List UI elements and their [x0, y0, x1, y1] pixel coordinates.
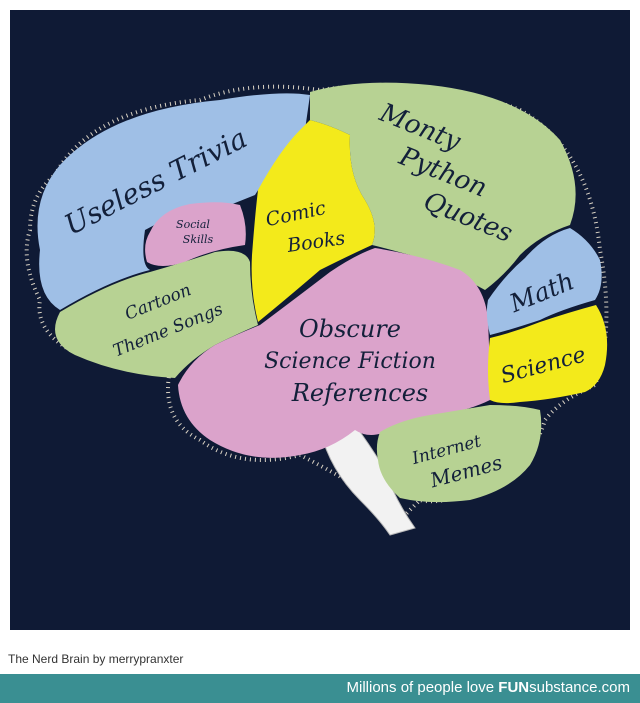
footer-brand-rest: substance.com	[529, 679, 630, 696]
brain-stem	[319, 424, 416, 536]
region-comic-books	[251, 120, 375, 322]
label-social-skills-2: Skills	[183, 233, 214, 246]
footer-brand-bold: FUN	[498, 679, 530, 696]
footer-text: Millions of people love	[346, 679, 499, 696]
label-obscure-2: Science Fiction	[264, 349, 436, 374]
region-monty-python	[310, 82, 576, 291]
label-obscure-1: Obscure	[299, 315, 401, 343]
footer-bar: Millions of people love FUNsubstance.com	[0, 674, 640, 703]
region-cartoon-theme-songs	[55, 250, 258, 378]
region-useless-trivia	[37, 93, 310, 310]
region-internet-memes	[376, 405, 542, 503]
region-math	[486, 228, 602, 335]
label-social-skills-1: Social	[176, 218, 210, 231]
image-caption: The Nerd Brain by merrypranxter	[8, 652, 184, 666]
label-obscure-3: References	[291, 379, 428, 407]
region-obscure-sci-fi	[178, 248, 490, 458]
region-science	[488, 305, 608, 404]
region-social-skills	[145, 202, 246, 266]
footer-promo[interactable]: Millions of people love FUNsubstance.com	[347, 679, 630, 696]
nerd-brain-artwork: Useless Trivia Social Skills Comic Books…	[10, 10, 630, 630]
